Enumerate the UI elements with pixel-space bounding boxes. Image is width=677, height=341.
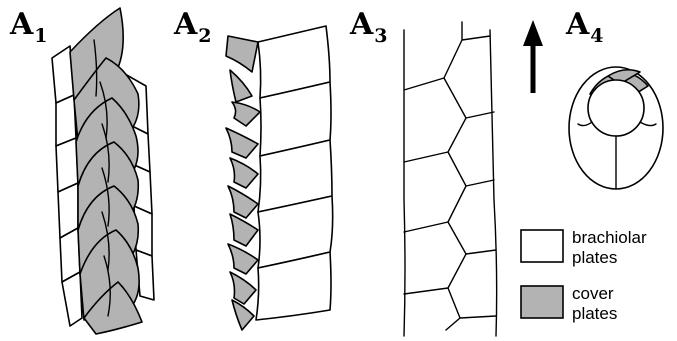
a3-left-margin [403,29,406,337]
panel-a2-brachiole [225,25,334,331]
panel-a4-cross-section [568,66,664,190]
legend-label-brachiolar-line2: plates [572,248,618,267]
a4-suture-right [639,121,657,127]
panel-label-a2: A2 [174,7,212,47]
legend-label-cover-line1: cover [572,284,614,303]
orientation-arrow [523,20,543,93]
legend-label-brachiolar-line1: brachiolar [572,228,647,247]
panel-label-a4: A4 [566,7,604,47]
a1-left-plates [51,45,83,327]
a1-cover-plates [69,7,143,335]
a2-brachiolar-plates [255,25,334,321]
a2-cover-plates [225,35,261,331]
legend-swatches [520,229,564,319]
legend-swatch-cover [520,285,564,319]
legend-item-cover: cover plates [572,284,617,324]
panel-a3-brachiole [403,21,498,337]
a3-right-margin [489,29,498,337]
panel-label-a1: A1 [10,7,48,47]
a1-cover-sutures [93,39,111,317]
a3-plate-sutures [403,21,497,331]
panel-a1-brachiole [51,7,155,335]
legend-swatch-brachiolar [520,229,564,263]
legend-item-brachiolar: brachiolar plates [572,228,647,268]
panel-label-a3: A3 [350,7,388,47]
a4-lumen [587,79,645,137]
a4-suture-left [577,121,593,127]
legend-label-cover-line2: plates [572,304,618,323]
